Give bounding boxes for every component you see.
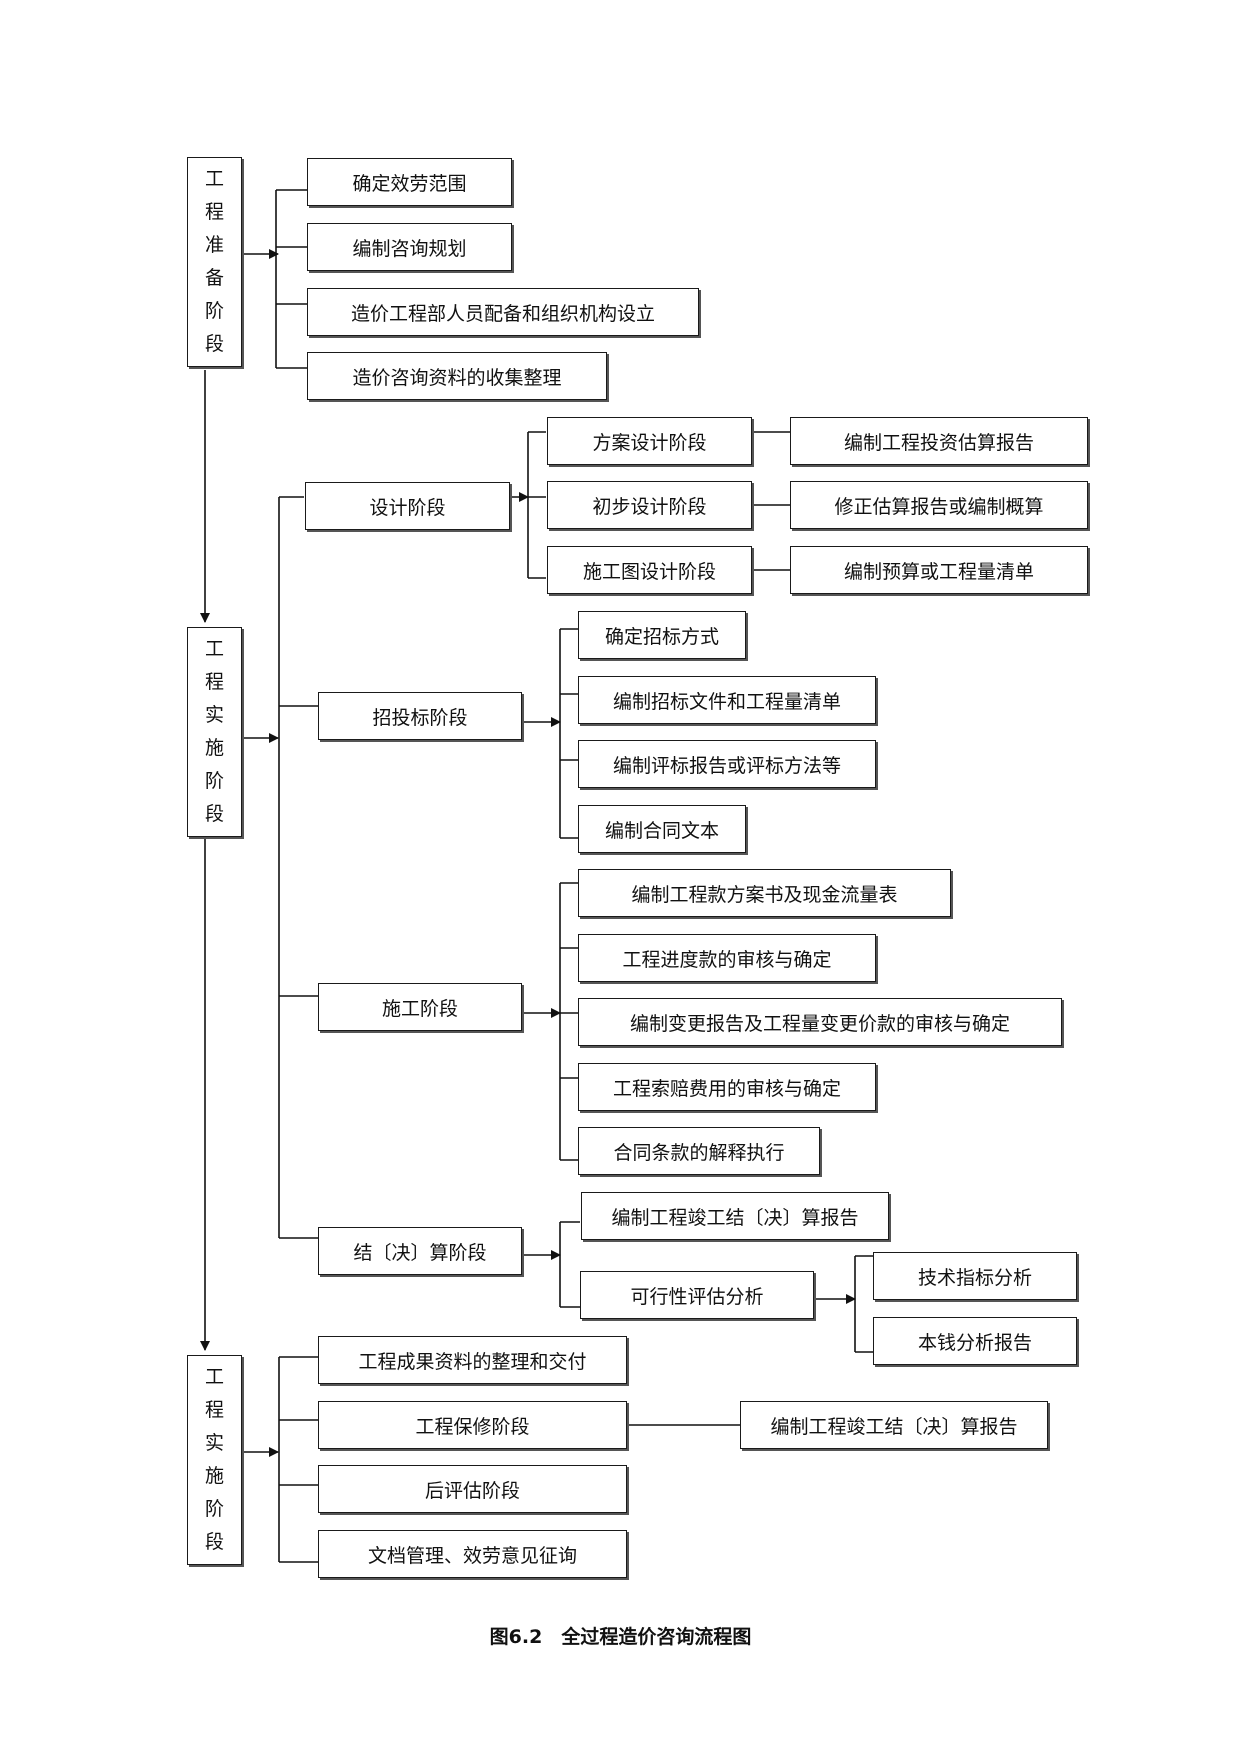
stage-label-char: 阶 <box>204 770 224 792</box>
phase-construction: 施工阶段 <box>318 983 522 1031</box>
settlement-item: 编制工程竣工结〔决〕算报告 <box>581 1192 889 1240</box>
stage-label-char: 工 <box>204 638 224 660</box>
design-step: 方案设计阶段 <box>547 417 752 465</box>
final-item: 工程成果资料的整理和交付 <box>318 1336 627 1384</box>
construction-item: 工程索赔费用的审核与确定 <box>578 1063 876 1111</box>
design-step: 初步设计阶段 <box>547 481 752 529</box>
construction-item: 编制变更报告及工程量变更价款的审核与确定 <box>578 998 1062 1046</box>
bidding-item: 编制评标报告或评标方法等 <box>578 740 876 788</box>
phase-bidding: 招投标阶段 <box>318 692 522 740</box>
stage-label-char: 段 <box>204 1531 224 1553</box>
design-step: 施工图设计阶段 <box>547 546 752 594</box>
prep-item: 编制咨询规划 <box>307 223 512 271</box>
design-output: 编制工程投资估算报告 <box>790 417 1088 465</box>
stage-label-char: 实 <box>204 1432 224 1454</box>
prep-item: 造价咨询资料的收集整理 <box>307 352 607 400</box>
bidding-item: 确定招标方式 <box>578 611 746 659</box>
phase-settlement: 结〔决〕算阶段 <box>318 1227 522 1275</box>
phase-design: 设计阶段 <box>305 482 510 530</box>
stage-prep-label: 工程准备阶段 <box>205 163 224 361</box>
stage-label-char: 实 <box>204 704 224 726</box>
prep-item: 造价工程部人员配备和组织机构设立 <box>307 288 699 336</box>
feasibility-item: 技术指标分析 <box>873 1252 1077 1300</box>
final-item: 文档管理、效劳意见征询 <box>318 1530 627 1578</box>
stage-label-char: 准 <box>204 234 224 256</box>
stage-label-char: 程 <box>204 1399 224 1421</box>
stage-label-char: 施 <box>204 1465 224 1487</box>
figure-caption: 图6.2 全过程造价咨询流程图 <box>489 1626 752 1648</box>
design-output: 编制预算或工程量清单 <box>790 546 1088 594</box>
final-item: 工程保修阶段 <box>318 1401 627 1449</box>
stage-label-char: 段 <box>204 333 224 355</box>
stage-impl-box: 工程实施阶段 <box>187 627 242 837</box>
prep-item: 确定效劳范围 <box>307 158 512 206</box>
stage-label-char: 阶 <box>204 1498 224 1520</box>
stage-label-char: 阶 <box>204 300 224 322</box>
stage-label-char: 程 <box>204 201 224 223</box>
settlement-item: 可行性评估分析 <box>580 1271 814 1319</box>
bidding-item: 编制合同文本 <box>578 805 746 853</box>
design-output: 修正估算报告或编制概算 <box>790 481 1088 529</box>
stage-label-char: 工 <box>204 168 224 190</box>
stage-label-char: 备 <box>204 267 224 289</box>
stage-prep-box: 工程准备阶段 <box>187 157 242 367</box>
warranty-output: 编制工程竣工结〔决〕算报告 <box>740 1401 1048 1449</box>
final-item: 后评估阶段 <box>318 1465 627 1513</box>
stage-label-char: 段 <box>204 803 224 825</box>
stage-label-char: 工 <box>204 1366 224 1388</box>
stage-impl-label: 工程实施阶段 <box>205 633 224 831</box>
stage-final-box: 工程实施阶段 <box>187 1355 242 1565</box>
stage-final-label: 工程实施阶段 <box>205 1361 224 1559</box>
construction-item: 合同条款的解释执行 <box>578 1127 820 1175</box>
feasibility-item: 本钱分析报告 <box>873 1317 1077 1365</box>
bidding-item: 编制招标文件和工程量清单 <box>578 676 876 724</box>
stage-label-char: 施 <box>204 737 224 759</box>
construction-item: 编制工程款方案书及现金流量表 <box>578 869 951 917</box>
stage-label-char: 程 <box>204 671 224 693</box>
construction-item: 工程进度款的审核与确定 <box>578 934 876 982</box>
